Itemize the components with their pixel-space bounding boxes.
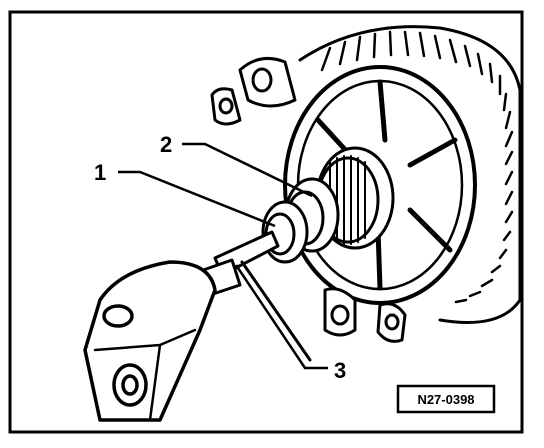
reference-code: N27-0398 (417, 392, 474, 407)
holding-tool (240, 260, 312, 362)
callout-leaders (118, 142, 328, 370)
callout-2-label: 2 (160, 132, 172, 157)
mounting-lugs (210, 56, 407, 343)
callout-1-label: 1 (94, 160, 106, 185)
callout-1-leader (118, 170, 276, 228)
cooling-fins (320, 30, 514, 304)
reference-code-box: N27-0398 (396, 384, 496, 414)
alternator-drawing (83, 25, 522, 422)
callout-3-leader (234, 264, 328, 370)
callout-2-leader (182, 142, 313, 198)
ratchet-wrench (83, 260, 217, 422)
callout-3-label: 3 (334, 358, 346, 383)
